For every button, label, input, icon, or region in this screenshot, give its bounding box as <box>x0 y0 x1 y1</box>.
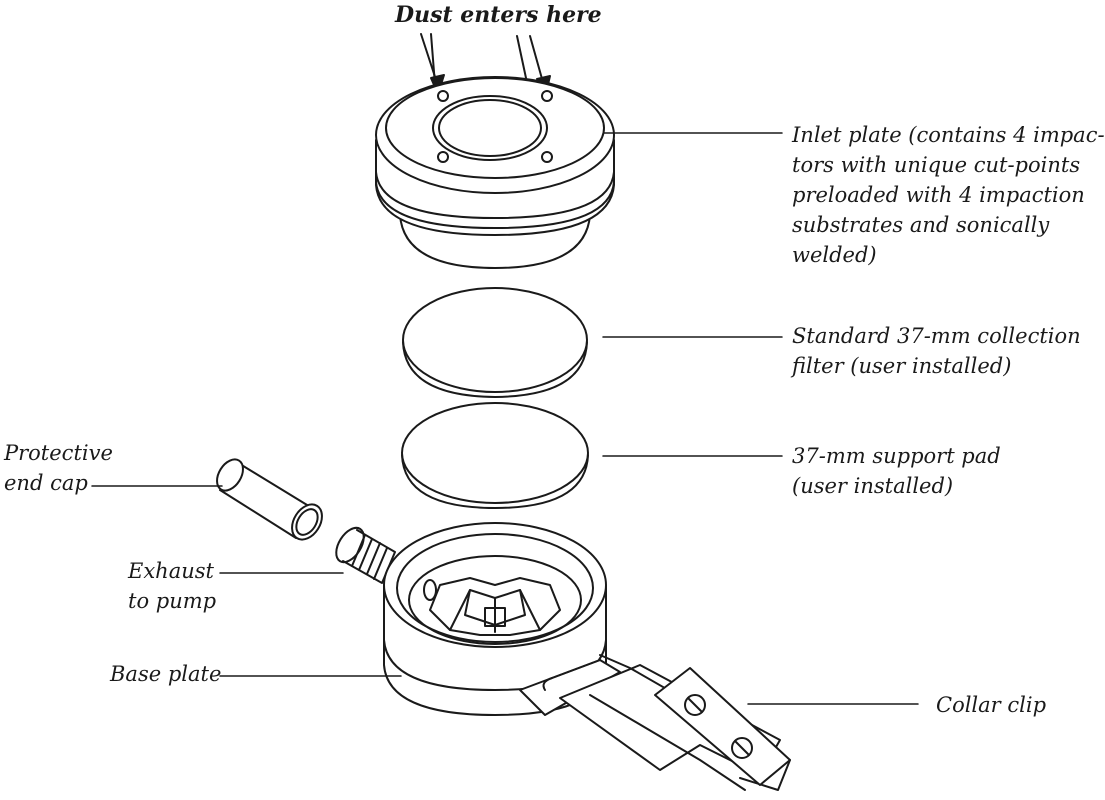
collection-filter-label: Standard 37-mm collection filter (user i… <box>792 321 1081 381</box>
collection-filter-label-line: Standard 37-mm collection <box>792 324 1081 348</box>
inlet-plate-label-line: welded) <box>792 243 877 267</box>
protective-end-cap <box>216 458 323 541</box>
collection-filter <box>402 287 588 398</box>
exhaust-label-line: to pump <box>128 589 217 613</box>
support-pad-label-line: (user installed) <box>792 474 954 498</box>
exhaust-nozzle <box>335 526 396 584</box>
inlet-plate-label-line: tors with unique cut-points <box>792 153 1081 177</box>
inlet-plate-label-line: Inlet plate (contains 4 impac- <box>792 123 1105 147</box>
protective-cap-label-line: end cap <box>4 471 88 495</box>
inlet-plate-label: Inlet plate (contains 4 impac- tors with… <box>792 120 1105 270</box>
support-pad-label: 37-mm support pad (user installed) <box>792 441 1001 501</box>
collar-clip-label: Collar clip <box>936 693 1047 717</box>
exhaust-label: Exhaust to pump <box>128 556 216 616</box>
exhaust-label-line: Exhaust <box>128 559 214 583</box>
support-pad <box>401 402 589 509</box>
collar-clip <box>519 654 791 791</box>
inlet-plate-label-line: substrates and sonically <box>792 213 1050 237</box>
inlet-plate <box>375 76 615 269</box>
collection-filter-label-line: filter (user installed) <box>792 354 1012 378</box>
inlet-plate-label-line: preloaded with 4 impaction <box>792 183 1085 207</box>
support-pad-label-line: 37-mm support pad <box>792 444 1001 468</box>
leader-lines <box>91 132 919 705</box>
base-plate-label: Base plate <box>110 662 222 686</box>
protective-cap-label-line: Protective <box>4 441 113 465</box>
dust-inflow-header: Dust enters here <box>395 2 602 28</box>
protective-cap-label: Protective end cap <box>4 438 113 498</box>
